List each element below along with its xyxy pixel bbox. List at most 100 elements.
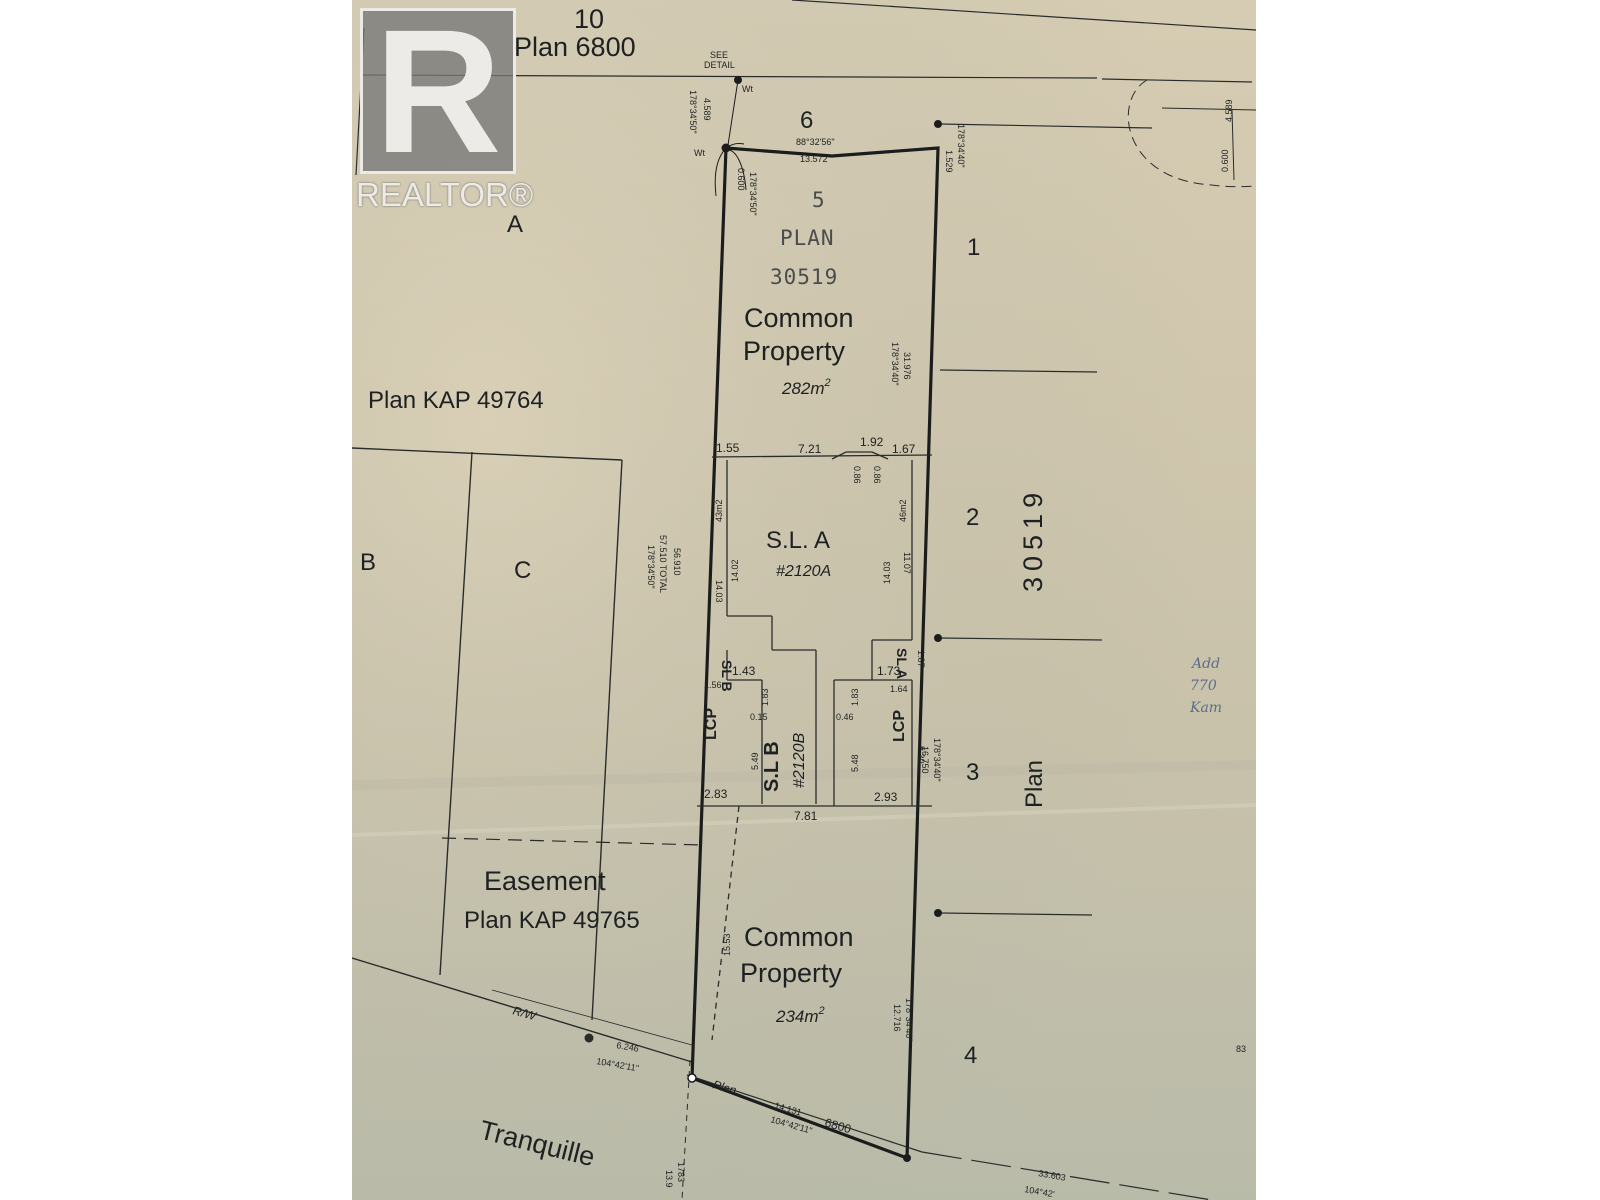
sl-b-strip-label: SL B <box>719 660 735 692</box>
dim-14-03-a: 14.03 <box>714 580 724 603</box>
lot-3-label: 3 <box>966 759 979 786</box>
map-labels: 10 Plan 6800 SEE DETAIL Wt Wt 6 A 1 B C … <box>360 4 1246 1172</box>
area-282: 282m2 <box>781 377 831 398</box>
dim-1-92: 1.92 <box>860 435 884 449</box>
plan-6800-top-label: Plan 6800 <box>514 32 636 62</box>
strata-lot-a-label: S.L. A <box>766 527 830 554</box>
parcel-outline <box>687 76 942 1162</box>
dim-1-56: 1.56 <box>704 680 722 690</box>
dim-1-43: 1.43 <box>732 664 756 678</box>
common-property-1-line2: Property <box>743 336 846 366</box>
dim-14-02: 14.02 <box>730 559 740 582</box>
handwritten-address-3: Kam <box>1189 700 1222 716</box>
right-of-way-label: R/W <box>511 1003 539 1023</box>
see-detail-label: SEE <box>710 50 728 60</box>
dim-top-left-dist: 4.589 <box>702 98 712 121</box>
dim-top-dist: 13.572 <box>800 154 828 164</box>
paper-fold <box>352 760 1256 790</box>
dim-right-lower-bearing: 178°34'40" <box>932 738 942 782</box>
dim-right-bottom-bearing: 178°34'40" <box>904 998 914 1042</box>
strata-lot-b-number: #2120B <box>791 733 808 788</box>
dim-circle-0-600: 0.600 <box>1220 149 1230 172</box>
lot-c-label: C <box>514 557 531 584</box>
dim-circle-4-589: 4.589 <box>1224 99 1234 122</box>
dim-top-bearing: 88°32'56" <box>796 137 835 147</box>
lcp-2-label: LCP <box>891 710 908 742</box>
dim-right-upper-dist: 31.976 <box>902 352 912 380</box>
dim-6-246: 6.246 <box>616 1040 640 1054</box>
lot-6-label: 6 <box>800 107 813 134</box>
strata-lot-b-label: S.L B <box>761 741 783 792</box>
realtor-logo: R REALTOR® <box>352 0 536 220</box>
dim-33-603: 33.603 <box>1038 1168 1067 1183</box>
survey-plan-photo: 10 Plan 6800 SEE DETAIL Wt Wt 6 A 1 B C … <box>352 0 1256 1200</box>
dim-2-93: 2.93 <box>874 790 898 804</box>
witness-label-left: Wt <box>694 148 705 158</box>
witness-label: Wt <box>742 84 753 94</box>
common-property-2-line2: Property <box>740 958 843 988</box>
edge-83-label: 83 <box>1236 1044 1246 1054</box>
dim-2-83: 2.83 <box>704 787 728 801</box>
dim-11-07: 11.07 <box>902 552 912 574</box>
see-detail-label-2: DETAIL <box>704 60 735 70</box>
dimension-labels: 178°34'50" 4.589 88°32'56" 13.572 1.529 … <box>596 90 1234 1199</box>
dim-right-bottom-dist: 12.716 <box>892 1004 902 1032</box>
dim-left-total: 57.510 TOTAL <box>658 535 668 593</box>
realtor-logo-mark: R <box>360 0 516 187</box>
dim-area-43: 43m2 <box>714 499 724 522</box>
stamp-lot-5: 5 <box>812 188 826 212</box>
plan-30519-label: 30519 <box>1018 487 1048 592</box>
dim-0-86-b: 0.86 <box>872 466 882 484</box>
dim-5-49: 5.49 <box>750 752 760 770</box>
common-property-1-line1: Common <box>744 303 854 333</box>
lot-a-label: A <box>507 211 523 238</box>
dim-top-left-bearing: 178°34'50" <box>688 90 698 134</box>
dim-left-dist: 56.910 <box>672 548 682 576</box>
sl-a-strip-label: SL A <box>894 648 910 679</box>
dim-top-right-dist: 1.529 <box>944 150 954 173</box>
dim-7-81: 7.81 <box>794 809 818 823</box>
dim-bottom-bearing-fragment: 1783 <box>676 1162 686 1182</box>
dim-area-46: 46m2 <box>898 499 908 522</box>
dim-5-30: 5.30 <box>916 746 926 764</box>
stamp-plan: PLAN <box>780 226 835 250</box>
realtor-r-icon: R <box>374 0 502 190</box>
dim-left-bearing: 178°34'50" <box>646 545 656 589</box>
plan-kap-49765-label: Plan KAP 49765 <box>464 907 640 934</box>
lot-2-label: 2 <box>966 504 979 531</box>
strata-lots <box>697 451 933 1041</box>
paper-fold <box>352 803 1256 837</box>
dim-0-15: 0.15 <box>750 712 768 722</box>
lot-b-label: B <box>360 549 376 576</box>
handwritten-address-2: 770 <box>1190 678 1217 694</box>
dim-7-21: 7.21 <box>798 442 822 456</box>
dim-inner-dist: 0.600 <box>736 168 746 191</box>
dim-1-83-a: 1.83 <box>760 688 770 706</box>
lot-4-label: 4 <box>964 1042 977 1069</box>
dim-1-67: 1.67 <box>892 442 916 456</box>
dim-1-73: 1.73 <box>877 664 901 678</box>
dim-0-46: 0.46 <box>836 712 854 722</box>
lcp-1-label: LCP <box>703 708 720 740</box>
dim-right-lower-dist: 16.750 <box>920 746 930 774</box>
dim-15-53: 15.53 <box>722 933 732 956</box>
dim-bottom-dist-fragment: 13.9 <box>664 1170 674 1188</box>
plan-kap-49764-label: Plan KAP 49764 <box>368 387 544 414</box>
dim-1-64: 1.64 <box>890 684 908 694</box>
realtor-wordmark: REALTOR® <box>356 176 534 213</box>
survey-plan-drawing: 10 Plan 6800 SEE DETAIL Wt Wt 6 A 1 B C … <box>352 0 1256 1200</box>
plan-word-right-label: Plan <box>1021 760 1048 808</box>
plan-road-label: Plan <box>711 1077 738 1097</box>
dim-0-86-a: 0.86 <box>852 466 862 484</box>
lot-10-label: 10 <box>574 4 604 34</box>
area-234: 234m2 <box>775 1005 825 1026</box>
paper-shading <box>352 0 1256 1200</box>
strata-lot-a-number: #2120A <box>776 563 831 580</box>
easement-label: Easement <box>484 866 606 896</box>
lot-1-label: 1 <box>967 234 980 261</box>
dim-1-87: 1.87 <box>916 650 926 668</box>
dim-1-83-b: 1.83 <box>850 688 860 706</box>
dim-top-right-bearing: 178°34'40" <box>956 124 966 168</box>
stamp-plan-number: 30519 <box>770 265 838 289</box>
dim-right-upper-bearing: 178°34'40" <box>890 342 900 386</box>
